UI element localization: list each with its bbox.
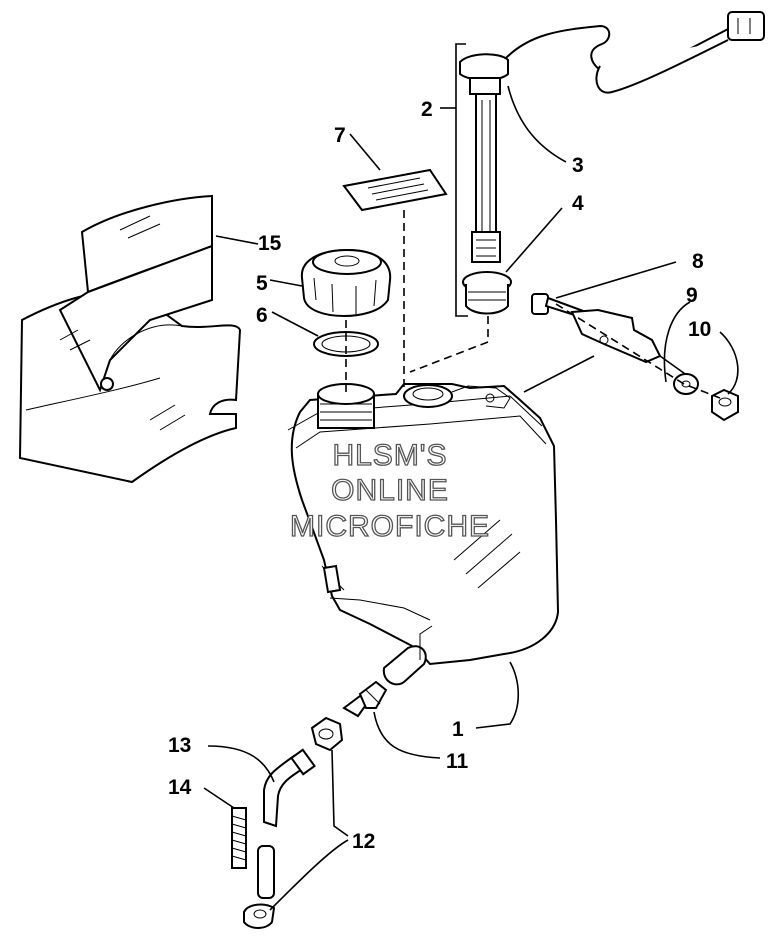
leader-lines (203, 85, 739, 911)
watermark-line-3: MICROFICHE (290, 510, 490, 543)
fuel-cap-part (300, 248, 392, 318)
label-14: 14 (168, 776, 192, 799)
decal-part (342, 168, 448, 212)
label-7: 7 (334, 124, 346, 147)
label-3: 3 (572, 154, 584, 177)
grommet-part (462, 271, 512, 315)
washer-part (673, 373, 699, 395)
label-1: 1 (452, 718, 464, 741)
label-12: 12 (352, 830, 375, 853)
label-4: 4 (572, 192, 584, 215)
label-5: 5 (256, 272, 268, 295)
label-10: 10 (688, 318, 711, 341)
label-8: 8 (692, 250, 704, 273)
label-9: 9 (686, 284, 698, 307)
watermark-line-2: ONLINE (331, 474, 449, 507)
label-15: 15 (258, 232, 282, 255)
label-13: 13 (168, 734, 191, 757)
spring-part (231, 807, 247, 869)
nut-part (711, 388, 739, 422)
fuel-hose-part (257, 748, 316, 899)
level-sender-part (459, 11, 765, 263)
mount-bracket-part (570, 308, 689, 377)
fitting-part (342, 680, 388, 718)
label-11: 11 (446, 750, 469, 773)
sender-bracket (440, 43, 468, 317)
watermark-line-1: HLSM'S (332, 439, 447, 472)
label-6: 6 (256, 304, 268, 327)
watermark: HLSM'S ONLINE MICROFICHE (289, 438, 490, 543)
fuel-tank-part (287, 383, 560, 686)
label-2: 2 (421, 98, 433, 121)
clamp-part-lower (243, 903, 276, 929)
windshield-part (18, 194, 242, 484)
clamp-part-upper (310, 716, 344, 752)
